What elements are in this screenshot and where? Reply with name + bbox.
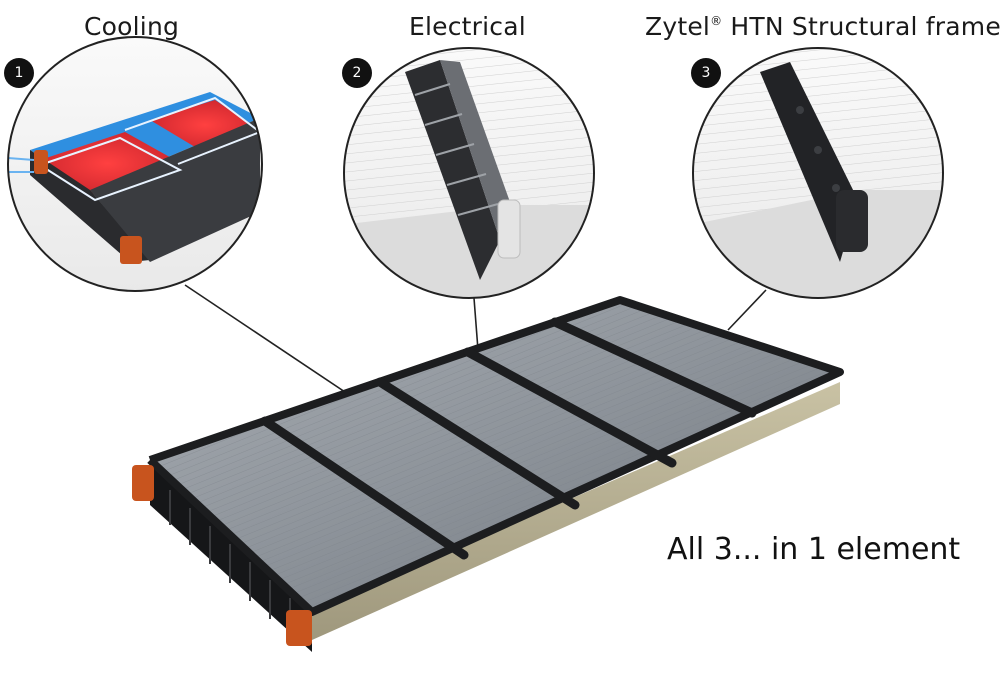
callout-badge-1: 1 bbox=[4, 58, 34, 88]
lens-cooling bbox=[7, 36, 263, 292]
tagline: All 3... in 1 element bbox=[667, 532, 961, 567]
frame-outline bbox=[147, 296, 844, 616]
callout-title-cooling: Cooling bbox=[84, 12, 180, 41]
callout-badge-3: 3 bbox=[691, 58, 721, 88]
callout-title-electrical: Electrical bbox=[409, 12, 526, 41]
registered-mark: ® bbox=[710, 14, 723, 28]
title-brand: Zytel bbox=[645, 12, 711, 41]
battery-pack bbox=[132, 296, 844, 652]
frame-cross-members bbox=[260, 317, 757, 560]
leader-line-cooling bbox=[184, 284, 346, 393]
lens-electrical bbox=[343, 47, 595, 299]
orange-connectors bbox=[132, 465, 312, 646]
lens-structural-frame bbox=[692, 47, 944, 299]
title-rest: HTN Structural frame bbox=[722, 12, 1000, 41]
leader-line-frame bbox=[727, 289, 767, 331]
callout-title-structural-frame: Zytel® HTN Structural frame bbox=[645, 12, 1000, 41]
callout-badge-2: 2 bbox=[342, 58, 372, 88]
leader-line-electrical bbox=[473, 297, 479, 351]
